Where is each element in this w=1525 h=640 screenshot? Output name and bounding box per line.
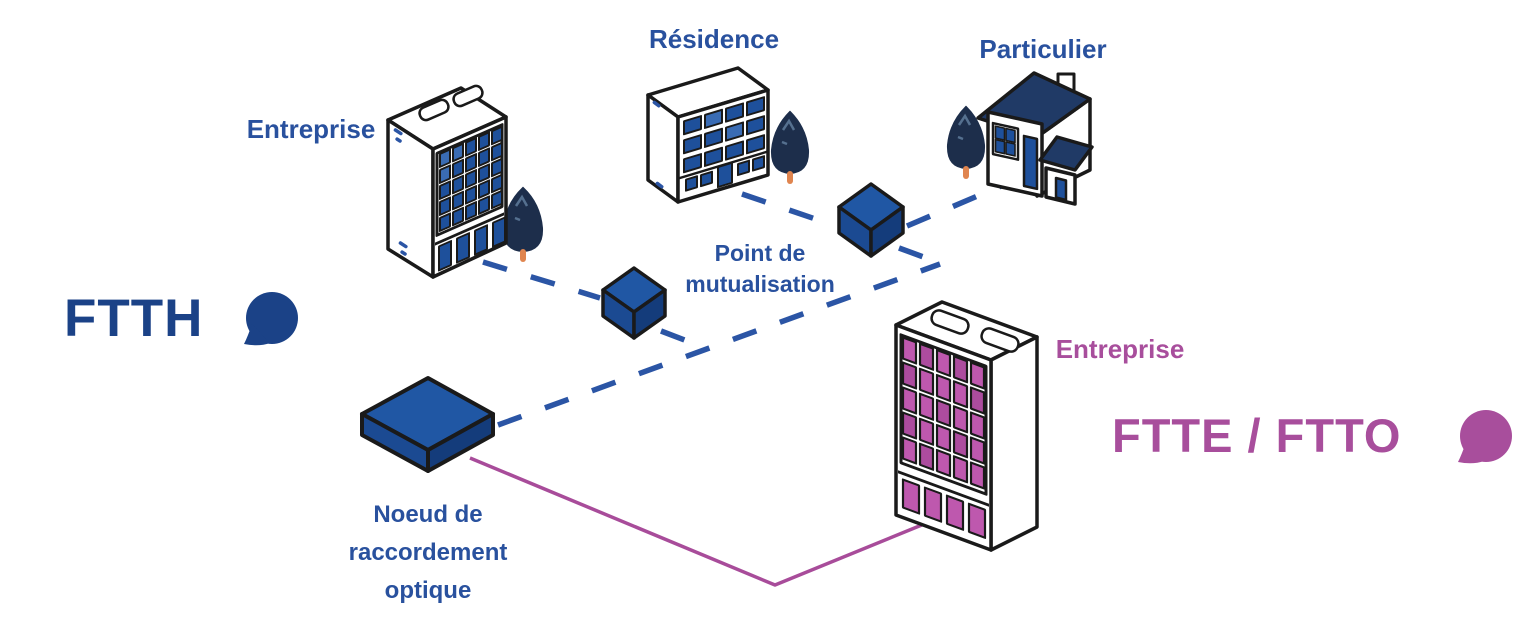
link-pm2-to-particulier <box>905 180 1010 229</box>
rooftop-unit <box>930 309 970 335</box>
ftth-dashed-links <box>482 180 1010 428</box>
pm-label-line1: Point de <box>714 240 806 266</box>
speech-bubble-icon <box>244 292 298 346</box>
residence-label: Résidence <box>648 24 780 54</box>
tree-detail <box>514 194 529 222</box>
tree-trunk <box>963 166 969 179</box>
entreprise-ftto-building <box>894 300 1039 552</box>
nro-label-line1: Noeud de <box>373 501 483 528</box>
cube-right <box>632 288 667 340</box>
rooftop-unit <box>452 84 484 108</box>
entreprise-ftto-label: Entreprise <box>1055 334 1185 364</box>
facade-marks <box>652 100 664 189</box>
link-residence-to-pm2 <box>741 191 837 229</box>
link-entreprise-to-pm1 <box>482 259 601 301</box>
entreprise-top-label: Entreprise <box>246 114 376 144</box>
speech-bubble-icon <box>1458 410 1512 464</box>
ftte-ftto-heading: FTTE / FTTO <box>1112 409 1402 462</box>
link-pm2-branch <box>898 245 938 265</box>
annex-window <box>1054 176 1068 202</box>
rooftop-unit <box>980 327 1020 353</box>
facade-marks <box>393 128 408 256</box>
tree-particulier <box>946 105 986 179</box>
house-windows <box>991 121 1039 191</box>
window-grid <box>898 333 989 539</box>
tree-detail <box>957 113 972 141</box>
building-side-face <box>989 335 1039 552</box>
nro-label-line2: raccordement <box>348 539 508 566</box>
nro-label-line3: optique <box>384 577 472 604</box>
front-door <box>1022 134 1039 191</box>
building-side-face <box>386 118 435 279</box>
residence-building <box>646 66 770 204</box>
noeud-raccordement-optique-label: Noeud de raccordement optique <box>349 496 508 610</box>
cube-right <box>869 205 905 258</box>
window-grid <box>679 96 767 192</box>
tree-residence <box>770 110 810 184</box>
rooftop-unit <box>418 98 450 122</box>
pm-cube-left <box>601 266 667 340</box>
tree-detail <box>781 118 796 146</box>
nro-right <box>426 412 495 473</box>
particulier-house <box>976 71 1094 206</box>
particulier-label: Particulier <box>979 34 1107 64</box>
pm-label-line2: mutualisation <box>685 271 835 297</box>
pm-cube-right <box>837 182 905 258</box>
annex-roof <box>1038 135 1094 172</box>
tree-trunk <box>787 171 793 184</box>
point-de-mutualisation-label: Point de mutualisation <box>685 238 835 300</box>
entreprise-building <box>386 84 508 279</box>
nro-box <box>360 376 495 473</box>
tree-entreprise <box>502 186 544 262</box>
entry-door <box>717 161 733 189</box>
tree-trunk <box>520 249 526 262</box>
ftte-ftto-fiber-line <box>469 456 935 587</box>
ftth-heading: FTTH <box>64 289 204 348</box>
window-grid <box>435 123 506 272</box>
link-pm1-branch <box>660 328 704 350</box>
